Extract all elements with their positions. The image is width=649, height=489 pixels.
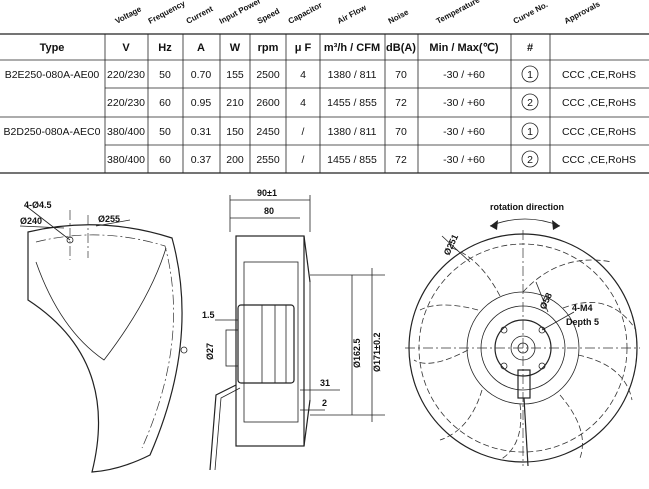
hdr-voltage: Voltage: [114, 4, 144, 25]
impeller-blades: [413, 247, 637, 461]
unit-type: Type: [40, 42, 65, 54]
label-2: 2: [322, 398, 327, 408]
label-width-inner: 80: [264, 206, 274, 216]
hdr-noise: Noise: [387, 7, 411, 25]
row3-cap: /: [302, 154, 305, 166]
curve-circles: [521, 65, 539, 168]
rotation-arrow-left: [490, 220, 498, 230]
unit-flow: m³/h / CFM: [324, 42, 380, 54]
row3-noise: 72: [395, 154, 407, 166]
row0-flow: 1380 / 811: [328, 69, 377, 81]
label-31: 31: [320, 378, 330, 388]
hdr-approvals: Approvals: [563, 0, 602, 26]
row3-flow: 1455 / 855: [327, 154, 377, 166]
row2-approvals: CCC ,CE,RoHS: [562, 126, 636, 138]
row3-temp: -30 / +60: [443, 154, 485, 166]
row0-cap: 4: [300, 69, 306, 81]
row0-v: 220/230: [107, 69, 145, 81]
label-t1: 1.5: [202, 310, 215, 320]
row1-w: 210: [226, 97, 244, 109]
unit-w: W: [230, 42, 241, 54]
row1-approvals: CCC ,CE,RoHS: [562, 97, 636, 109]
hdr-air-flow: Air Flow: [336, 3, 369, 26]
row1-curve: 2: [527, 97, 533, 109]
hdr-curve-no: Curve No.: [512, 0, 550, 26]
row2-temp: -30 / +60: [443, 126, 485, 138]
label-depth: Depth 5: [566, 317, 599, 327]
row0-approvals: CCC ,CE,RoHS: [562, 69, 636, 81]
row1-flow: 1455 / 855: [327, 97, 377, 109]
row0-noise: 70: [395, 69, 407, 81]
label-hub: Ø27: [205, 343, 215, 360]
row2-w: 150: [226, 126, 244, 138]
hdr-current: Current: [185, 4, 215, 26]
front-view: rotation direction: [405, 202, 640, 467]
row3-rpm: 2550: [256, 154, 280, 166]
label-d58: Ø58: [538, 291, 554, 311]
row1-v: 220/230: [107, 97, 145, 109]
row0-hz: 50: [159, 69, 171, 81]
unit-curve: #: [527, 42, 533, 54]
unit-noise: dB(A): [386, 42, 416, 54]
row2-noise: 70: [395, 126, 407, 138]
hdr-temperature: Temperature: [435, 0, 482, 26]
row1-temp: -30 / +60: [443, 97, 485, 109]
label-d251: Ø251: [442, 233, 460, 257]
row2-v: 380/400: [107, 126, 145, 138]
row0-rpm: 2500: [256, 69, 280, 81]
spec-table: Voltage Frequency Current Input Power Sp…: [0, 0, 649, 174]
unit-hz: Hz: [158, 42, 172, 54]
unit-rpm: rpm: [258, 42, 279, 54]
label-rotation: rotation direction: [490, 202, 564, 212]
row2-cap: /: [302, 126, 305, 138]
label-d240: Ø240: [20, 216, 42, 226]
label-thread: 4-M4: [572, 303, 593, 313]
unit-temp: Min / Max(℃): [429, 42, 499, 54]
row1-hz: 60: [159, 97, 171, 109]
row2-rpm: 2450: [256, 126, 280, 138]
row0-w: 155: [226, 69, 244, 81]
row0-type: B2E250-080A-AE00: [5, 69, 100, 81]
unit-a: A: [197, 42, 205, 54]
label-holes: 4-Ø4.5: [24, 200, 52, 210]
row3-hz: 60: [159, 154, 171, 166]
row1-cap: 4: [300, 97, 306, 109]
row0-temp: -30 / +60: [443, 69, 485, 81]
mount-holes: [500, 326, 546, 370]
unit-v: V: [122, 42, 130, 54]
hdr-frequency: Frequency: [147, 0, 187, 26]
row2-hz: 50: [159, 126, 171, 138]
hdr-input-power: Input Power: [218, 0, 263, 26]
row2-flow: 1380 / 811: [328, 126, 377, 138]
row3-a: 0.37: [191, 154, 212, 166]
label-d162: Ø162.5: [352, 338, 362, 368]
row2-type: B2D250-080A-AEC0: [4, 126, 101, 138]
row1-rpm: 2600: [256, 97, 280, 109]
side-view: 90±1 80 1.5 Ø27 Ø162.5 Ø171±0.2 31 2: [202, 188, 385, 471]
unit-uf: μ F: [295, 42, 312, 54]
row1-noise: 72: [395, 97, 407, 109]
row3-v: 380/400: [107, 154, 145, 166]
row3-w: 200: [226, 154, 244, 166]
label-width-total: 90±1: [257, 188, 277, 198]
hdr-speed: Speed: [256, 6, 282, 25]
rotation-arrow-right: [552, 220, 560, 230]
label-d255: Ø255: [98, 214, 120, 224]
row3-approvals: CCC ,CE,RoHS: [562, 154, 636, 166]
hdr-capacitor: Capacitor: [287, 0, 324, 25]
ring-view: 4-Ø4.5 Ø240 Ø255: [19, 200, 188, 473]
row2-a: 0.31: [191, 126, 212, 138]
row0-a: 0.70: [191, 69, 212, 81]
row0-curve: 1: [527, 69, 533, 81]
row2-curve: 1: [527, 126, 533, 138]
row3-curve: 2: [527, 154, 533, 166]
row1-a: 0.95: [191, 97, 212, 109]
label-d171: Ø171±0.2: [372, 333, 382, 372]
